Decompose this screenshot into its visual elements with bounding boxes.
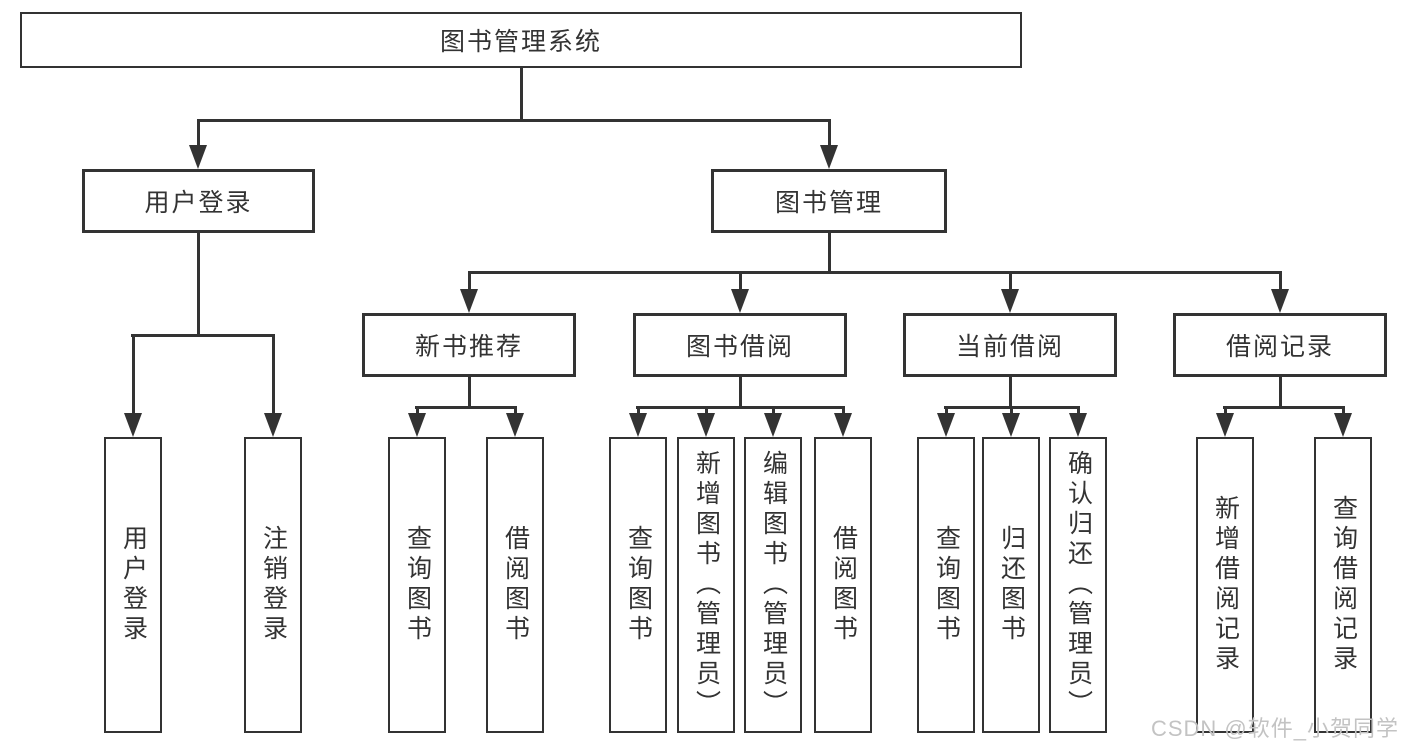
connector-root-stem [520, 66, 523, 122]
connector-recommend-rail [415, 406, 517, 409]
connector-recommend-stem [468, 375, 471, 409]
arrow-down-icon [1334, 413, 1352, 437]
arrow-down-icon [1069, 413, 1087, 437]
connector-level2-rail [197, 119, 831, 122]
arrow-down-icon [264, 413, 282, 437]
leaf-user-login: 用户登录 [104, 437, 162, 733]
connector-drop-line [1009, 271, 1012, 293]
leaf-records-add-record: 新增借阅记录 [1196, 437, 1254, 733]
arrow-down-icon [697, 413, 715, 437]
arrow-down-icon [731, 289, 749, 313]
arrow-down-icon [506, 413, 524, 437]
arrow-down-icon [820, 145, 838, 169]
leaf-current-return-books: 归还图书 [982, 437, 1040, 733]
leaf-borrowing-edit-books-admin: 编辑图书（管理员） [744, 437, 802, 733]
arrow-down-icon [1216, 413, 1234, 437]
arrow-down-icon [764, 413, 782, 437]
arrow-down-icon [1001, 289, 1019, 313]
leaf-records-query-record: 查询借阅记录 [1314, 437, 1372, 733]
leaf-recommend-borrow-books: 借阅图书 [486, 437, 544, 733]
arrow-down-icon [189, 145, 207, 169]
connector-drop-line [1010, 406, 1013, 417]
connector-book-mgmt-stem [828, 230, 831, 274]
leaf-borrowing-query-books: 查询图书 [609, 437, 667, 733]
arrow-down-icon [937, 413, 955, 437]
arrow-down-icon [460, 289, 478, 313]
connector-drop-line [705, 406, 708, 417]
node-book-management: 图书管理 [711, 169, 947, 233]
connector-drop-line [197, 119, 200, 149]
connector-drop-line [842, 406, 845, 417]
arrow-down-icon [408, 413, 426, 437]
connector-current-stem [1009, 375, 1012, 409]
connector-level3-rail [468, 271, 1282, 274]
connector-records-rail [1223, 406, 1345, 409]
connector-drop-line [1077, 406, 1080, 417]
node-user-login: 用户登录 [82, 169, 315, 233]
connector-drop-line [945, 406, 948, 417]
node-new-book-recommend: 新书推荐 [362, 313, 576, 377]
watermark: CSDN @软件_小贺同学 [1150, 716, 1399, 741]
connector-user-login-stem [197, 230, 200, 337]
node-system-root: 图书管理系统 [20, 12, 1022, 68]
node-current-borrowing: 当前借阅 [903, 313, 1117, 377]
connector-borrowing-rail [636, 406, 845, 409]
leaf-current-confirm-return-admin: 确认归还（管理员） [1049, 437, 1107, 733]
leaf-borrowing-borrow-books: 借阅图书 [814, 437, 872, 733]
leaf-logout: 注销登录 [244, 437, 302, 733]
leaf-current-query-books: 查询图书 [917, 437, 975, 733]
node-book-borrowing: 图书借阅 [633, 313, 847, 377]
connector-drop-line [272, 334, 275, 417]
connector-borrowing-stem [739, 375, 742, 409]
connector-drop-line [514, 406, 517, 417]
connector-drop-line [739, 271, 742, 293]
arrow-down-icon [124, 413, 142, 437]
arrow-down-icon [629, 413, 647, 437]
connector-drop-line [637, 406, 640, 417]
node-borrowing-records: 借阅记录 [1173, 313, 1387, 377]
connector-drop-line [1279, 271, 1282, 293]
arrow-down-icon [1271, 289, 1289, 313]
connector-drop-line [1224, 406, 1227, 417]
connector-drop-line [468, 271, 471, 293]
connector-drop-line [828, 119, 831, 149]
leaf-recommend-query-books: 查询图书 [388, 437, 446, 733]
arrow-down-icon [1002, 413, 1020, 437]
arrow-down-icon [834, 413, 852, 437]
connector-records-stem [1279, 375, 1282, 409]
connector-user-login-rail [131, 334, 275, 337]
connector-drop-line [132, 334, 135, 417]
connector-drop-line [416, 406, 419, 417]
connector-drop-line [1342, 406, 1345, 417]
leaf-borrowing-add-books-admin: 新增图书（管理员） [677, 437, 735, 733]
connector-drop-line [772, 406, 775, 417]
